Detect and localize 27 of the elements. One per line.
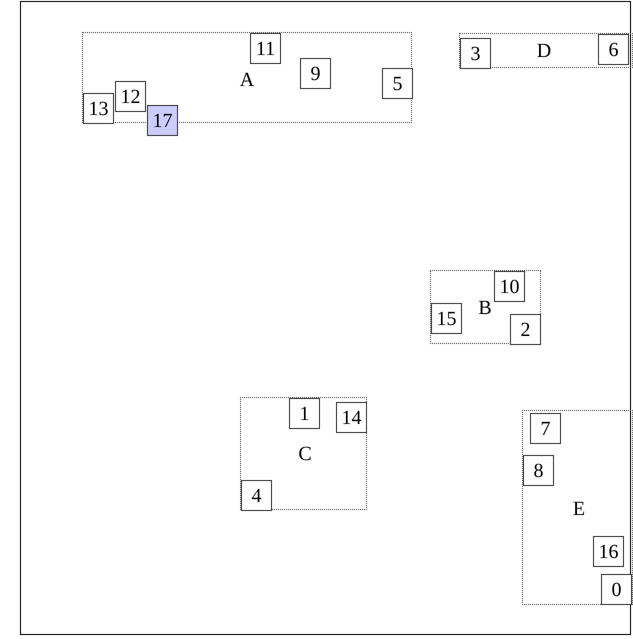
group-frame [522,410,633,605]
node-box: 14 [336,402,367,433]
node-box: 3 [460,38,491,69]
node-box: 2 [510,314,541,345]
node-box: 4 [241,480,272,511]
group-label: D [536,41,552,61]
node-box: 6 [598,34,629,65]
node-box: 16 [593,536,624,567]
node-box: 1 [289,398,320,429]
node-box: 7 [530,413,561,444]
node-box: 12 [115,81,146,112]
group-label: B [478,298,492,318]
node-box: 9 [300,58,331,89]
group-frame [430,270,541,344]
node-box: 13 [83,93,114,124]
node-box: 11 [250,33,281,64]
node-box: 8 [523,455,554,486]
node-box: 10 [494,271,525,302]
group-label: A [240,70,254,90]
group-frame [459,33,633,68]
group-label: E [572,499,586,519]
node-box: 15 [431,303,462,334]
node-box: 5 [382,68,413,99]
group-label: C [298,444,312,464]
node-box: 0 [601,574,632,605]
highlighted-node-box: 17 [147,105,178,136]
group-frame [240,397,367,510]
